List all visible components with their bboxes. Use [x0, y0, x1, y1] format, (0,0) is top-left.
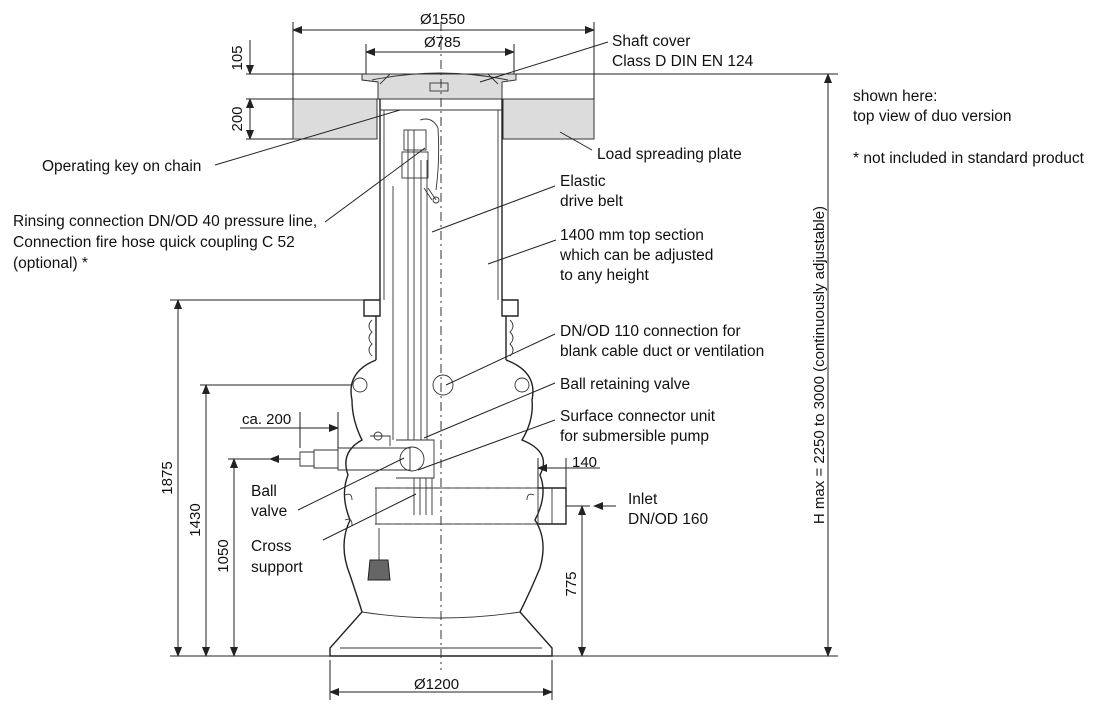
label-top-section-3: to any height	[560, 267, 649, 284]
dn110-connection	[432, 374, 454, 396]
label-surface-2: for submersible pump	[560, 428, 709, 445]
note-top-view: top view of duo version	[853, 108, 1012, 125]
label-belt-1: Elastic	[560, 173, 606, 190]
dim-total-height: 1875	[159, 461, 176, 494]
label-belt-2: drive belt	[560, 193, 624, 210]
dim-ball-valve-height: 1050	[215, 539, 232, 572]
label-dn110-2: blank cable duct or ventilation	[560, 343, 764, 360]
dim-cover-inner: Ø785	[424, 34, 461, 51]
label-inlet-1: Inlet	[628, 491, 658, 508]
drive-rod	[407, 130, 415, 440]
label-ball-valve-1: Ball	[251, 483, 277, 500]
label-shaft-cover-class: Class D DIN EN 124	[612, 53, 754, 70]
dim-hose-offset: ca. 200	[242, 411, 291, 428]
label-rinsing-2: Connection fire hose quick coupling C 52	[13, 234, 295, 251]
dim-base-diameter: Ø1200	[414, 676, 459, 693]
dim-h-max: H max = 2250 to 3000 (continuously adjus…	[811, 206, 828, 524]
shaft-structure	[292, 22, 595, 670]
label-surface-1: Surface connector unit	[560, 408, 716, 425]
label-top-section-1: 1400 mm top section	[560, 227, 704, 244]
label-ball-valve-2: valve	[251, 503, 287, 520]
load-plate-right	[502, 98, 595, 140]
label-dn110-1: DN/OD 110 connection for	[560, 323, 741, 340]
label-load-plate: Load spreading plate	[597, 146, 742, 163]
dimension-text: Ø1550 Ø785 105 200 1875 1430 1050 775 ca…	[159, 11, 828, 693]
dim-inlet-height: 775	[563, 571, 580, 596]
label-top-section-2: which can be adjusted	[559, 247, 713, 264]
dim-connection-height: 1430	[187, 503, 204, 536]
label-rinsing-3: (optional) *	[13, 255, 88, 272]
dim-plate-height: 200	[229, 106, 246, 131]
dimension-lines	[170, 22, 838, 700]
label-rinsing-1: Rinsing connection DN/OD 40 pressure lin…	[13, 213, 317, 230]
dim-cover-height: 105	[229, 45, 246, 70]
label-shaft-cover: Shaft cover	[612, 33, 690, 50]
notes: shown here: top view of duo version * no…	[853, 88, 1085, 167]
label-ball-retaining: Ball retaining valve	[560, 376, 690, 393]
label-leaders	[214, 41, 609, 541]
float-switch	[367, 559, 391, 581]
note-not-included: * not included in standard product	[853, 150, 1085, 167]
note-shown-here: shown here:	[853, 88, 937, 105]
label-operating-key: Operating key on chain	[42, 158, 201, 175]
dim-cover-outer: Ø1550	[420, 11, 465, 28]
label-inlet-2: DN/OD 160	[628, 511, 708, 528]
load-plate-left	[292, 98, 378, 140]
label-cross-1: Cross	[251, 538, 292, 555]
labels: Shaft cover Class D DIN EN 124 Load spre…	[13, 33, 764, 576]
dim-inlet-offset: 140	[572, 454, 597, 471]
label-cross-2: support	[251, 559, 303, 576]
